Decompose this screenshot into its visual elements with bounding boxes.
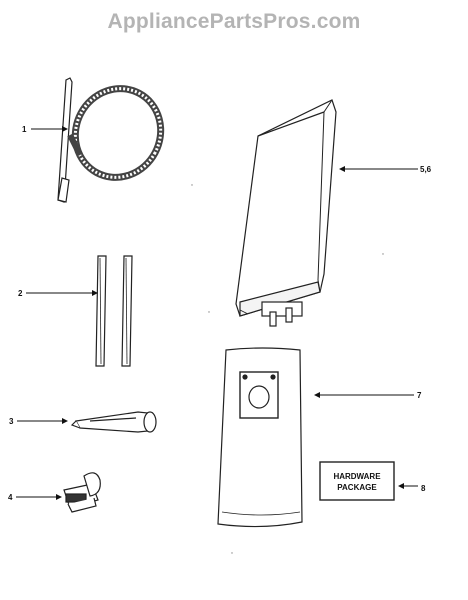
callout-5-6-label: 5,6 bbox=[420, 165, 432, 174]
bag-housing-part[interactable] bbox=[235, 99, 337, 327]
callout-3-label: 3 bbox=[9, 417, 14, 426]
hose-part[interactable] bbox=[57, 74, 176, 203]
hardware-package-part[interactable]: HARDWARE PACKAGE bbox=[319, 461, 395, 501]
callout-8: 8 bbox=[398, 483, 426, 493]
hardware-package-line1: HARDWARE bbox=[333, 472, 381, 481]
callout-7: 7 bbox=[314, 391, 422, 400]
callout-2: 2 bbox=[18, 289, 98, 298]
watermark: AppliancePartsPros.com bbox=[107, 10, 361, 33]
callout-2-label: 2 bbox=[18, 289, 23, 298]
filter-bag-part[interactable] bbox=[217, 347, 303, 528]
callout-7-label: 7 bbox=[417, 391, 422, 400]
crevice-tool-part[interactable] bbox=[70, 411, 157, 433]
callout-8-label: 8 bbox=[421, 484, 426, 493]
callout-5-6: 5,6 bbox=[339, 165, 432, 174]
callout-3: 3 bbox=[9, 417, 68, 426]
upholstery-nozzle-part[interactable] bbox=[63, 472, 101, 513]
wands-part[interactable] bbox=[95, 255, 133, 367]
hardware-package-line2: PACKAGE bbox=[337, 483, 377, 492]
callout-4-label: 4 bbox=[8, 493, 13, 502]
callout-1: 1 bbox=[22, 125, 68, 134]
callout-1-label: 1 bbox=[22, 125, 27, 134]
scan-specks bbox=[191, 184, 384, 554]
callout-4: 4 bbox=[8, 493, 62, 502]
